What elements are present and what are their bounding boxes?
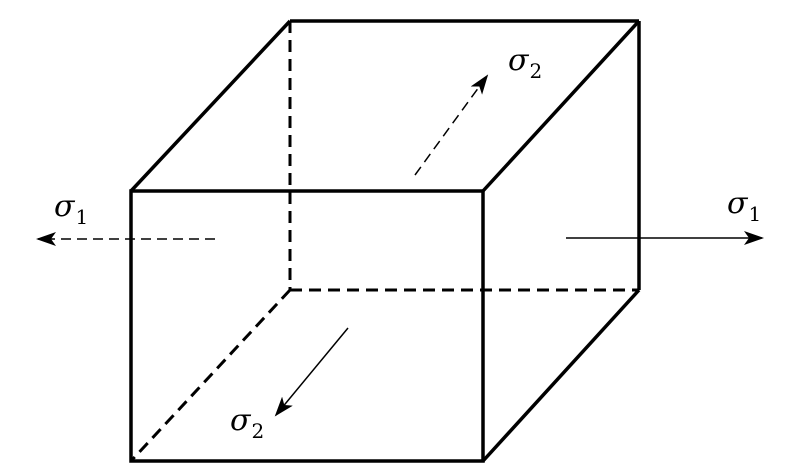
- cube-top-left-edge: [129, 19, 292, 193]
- sigma2-bottom-arrow: [274, 327, 349, 417]
- sigma2-top-arrow: [414, 74, 489, 176]
- stress-arrows: [36, 74, 764, 417]
- sigma1-left-label: σ1: [54, 189, 88, 229]
- cube-hidden-edges: [129, 21, 639, 463]
- sigma2-bottom-label: σ2: [230, 403, 264, 443]
- cube-bottom-right-edge: [481, 288, 641, 463]
- cube-top-right-edge: [481, 19, 641, 193]
- cube-front-face: [129, 189, 485, 463]
- cube: [129, 19, 641, 463]
- sigma2-top-label: σ2: [508, 43, 542, 83]
- sigma1-right-label: σ1: [727, 186, 761, 226]
- cube-hidden-bottom-left-edge: [129, 288, 292, 463]
